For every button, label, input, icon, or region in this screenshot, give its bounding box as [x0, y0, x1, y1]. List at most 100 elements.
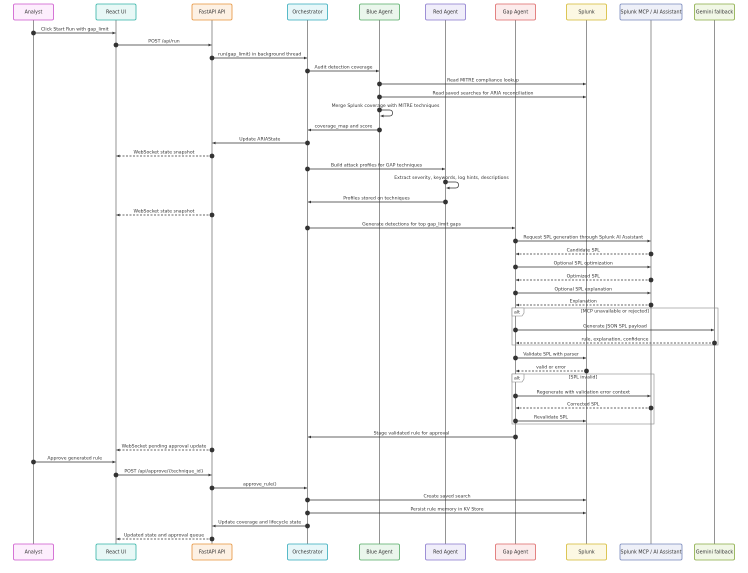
participant-label: Red Agent	[433, 550, 458, 556]
participant-label: React UI	[106, 550, 126, 556]
message-label: Generate JSON SPL payload	[583, 323, 647, 329]
message-extract-severity-keywords-log-hints-descriptions: Extract severity, keywords, log hints, d…	[394, 175, 509, 190]
participant-box	[287, 543, 328, 561]
message-regenerate-with-validation-error-context: Regenerate with validation error context	[513, 389, 651, 399]
activation-dot	[305, 497, 310, 503]
alt-frame-tag: alt	[514, 376, 520, 382]
activation-dot	[513, 418, 518, 424]
message-label: Request SPL generation through Splunk AI…	[523, 234, 643, 240]
message-label: Corrected SPL	[567, 401, 600, 407]
participant-top-splunk: Splunk	[566, 3, 607, 21]
participant-box	[694, 543, 735, 561]
participant-label: Orchestrator	[292, 10, 322, 16]
activation-dot	[113, 472, 119, 478]
message-label: Merge Splunk coverage with MITRE techniq…	[332, 103, 440, 109]
participant-label: Gemini fallback	[696, 550, 733, 556]
message-label: Validate SPL with parser	[523, 351, 579, 357]
message-label: Revalidate SPL	[534, 414, 568, 420]
alt-frame: alt [SPL invalid]	[511, 373, 655, 425]
message-run-gap-limit-in-background-thread: run(gap_limit) in background thread	[209, 51, 307, 61]
participant-label: Analyst	[25, 550, 43, 556]
message-label: Optional SPL explanation	[554, 286, 612, 292]
message-label: Candidate SPL	[567, 247, 601, 253]
message-merge-splunk-coverage-with-mitre-techniques: Merge Splunk coverage with MITRE techniq…	[332, 103, 440, 118]
alt-frame-condition: [SPL invalid]	[569, 375, 598, 381]
message-label: Persist rule memory in KV Store	[410, 506, 483, 512]
message-rule-explanation-confidence: rule, explanation, confidence	[516, 336, 717, 346]
activation-dot	[513, 327, 518, 333]
activation-dot	[648, 251, 654, 257]
message-request-spl-generation-through-splunk-ai-assistant: Request SPL generation through Splunk AI…	[513, 234, 651, 244]
participant-box	[495, 543, 536, 561]
activation-dot	[305, 510, 310, 516]
participant-label: React UI	[106, 10, 126, 16]
message-label: Update coverage and lifecycle state	[218, 519, 301, 525]
participant-label: Gap Agent	[503, 10, 529, 16]
participant-box	[495, 3, 536, 21]
message-optimized-spl: Optimized SPL	[516, 273, 654, 283]
message-label: Regenerate with validation error context	[537, 389, 630, 395]
message-validate-spl-with-parser: Validate SPL with parser	[513, 351, 586, 361]
message-read-saved-searches-for-aria-reconciliation: Read saved searches for ARIA reconciliat…	[377, 90, 586, 100]
message-label: valid or error	[536, 364, 566, 370]
participant-label: Splunk MCP / AI Assistant	[621, 550, 682, 556]
activation-dot	[648, 302, 654, 308]
activation-dot	[31, 459, 36, 465]
participant-top-blue-agent: Blue Agent	[359, 3, 400, 21]
message-candidate-spl: Candidate SPL	[516, 247, 654, 257]
participant-label: Blue Agent	[366, 550, 392, 556]
message-post-api-approve-technique-id: POST /api/approve/{technique_id}	[113, 468, 212, 478]
participant-box	[359, 543, 400, 561]
message-generate-detections-for-top-gap-limit-gaps: Generate detections for top gap_limit ga…	[305, 221, 515, 231]
participant-box	[566, 3, 607, 21]
alt-frame-condition: [MCP unavailable or rejected]	[581, 309, 649, 315]
message-profiles-stored-on-techniques: Profiles stored on techniques	[308, 195, 448, 205]
participant-label: Gemini fallback	[696, 10, 733, 16]
participant-box	[13, 3, 54, 21]
message-label: WebSocket state snapshot	[134, 149, 195, 155]
activation-dot	[113, 42, 119, 48]
message-label: POST /api/approve/{technique_id}	[124, 468, 203, 474]
activation-dot	[305, 140, 310, 146]
activation-dot	[648, 405, 654, 411]
message-approve-rule: approve_rule()	[209, 481, 307, 491]
message-update-ariastate: Update ARIAState	[212, 136, 310, 146]
participant-bottom-react-ui: React UI	[95, 543, 137, 561]
message-create-saved-search: Create saved search	[305, 493, 586, 503]
activation-dot	[209, 153, 215, 159]
activation-dot	[377, 127, 382, 133]
participant-box	[95, 3, 137, 21]
message-label: approve_rule()	[243, 481, 277, 487]
activation-dot	[513, 434, 518, 440]
participant-label: Splunk	[578, 550, 595, 556]
participant-bottom-orchestrator: Orchestrator	[287, 543, 328, 561]
participant-top-analyst: Analyst	[13, 3, 54, 21]
activation-dot	[712, 340, 717, 346]
message-valid-or-error: valid or error	[516, 364, 589, 374]
message-label: Click Start Run with gap_limit	[41, 26, 109, 32]
activation-dot	[648, 277, 654, 283]
alt-frame: alt [MCP unavailable or rejected]	[511, 307, 719, 346]
message-stage-validated-rule-for-approval: Stage validated rule for approval	[308, 430, 518, 440]
activation-dot	[209, 536, 215, 542]
message-label: Read saved searches for ARIA reconciliat…	[433, 90, 534, 96]
message-post-api-run: POST /api/run	[113, 38, 212, 48]
participant-bottom-gap-agent: Gap Agent	[495, 543, 536, 561]
participant-box	[425, 543, 466, 561]
message-revalidate-spl: Revalidate SPL	[513, 414, 586, 424]
participant-label: FastAPI API	[199, 10, 225, 16]
message-corrected-spl: Corrected SPL	[516, 401, 654, 411]
participant-box	[287, 3, 328, 21]
activation-dot	[209, 55, 215, 61]
message-approve-generated-rule: Approve generated rule	[31, 455, 116, 465]
participant-top-react-ui: React UI	[95, 3, 137, 21]
activation-dot	[209, 485, 215, 491]
alt-frame-tag: alt	[514, 310, 520, 316]
participant-box	[425, 3, 466, 21]
participant-box	[13, 543, 54, 561]
participant-label: Splunk MCP / AI Assistant	[621, 10, 682, 16]
message-label: Create saved search	[423, 493, 470, 499]
activation-dot	[209, 447, 215, 453]
activation-dot	[377, 107, 382, 113]
